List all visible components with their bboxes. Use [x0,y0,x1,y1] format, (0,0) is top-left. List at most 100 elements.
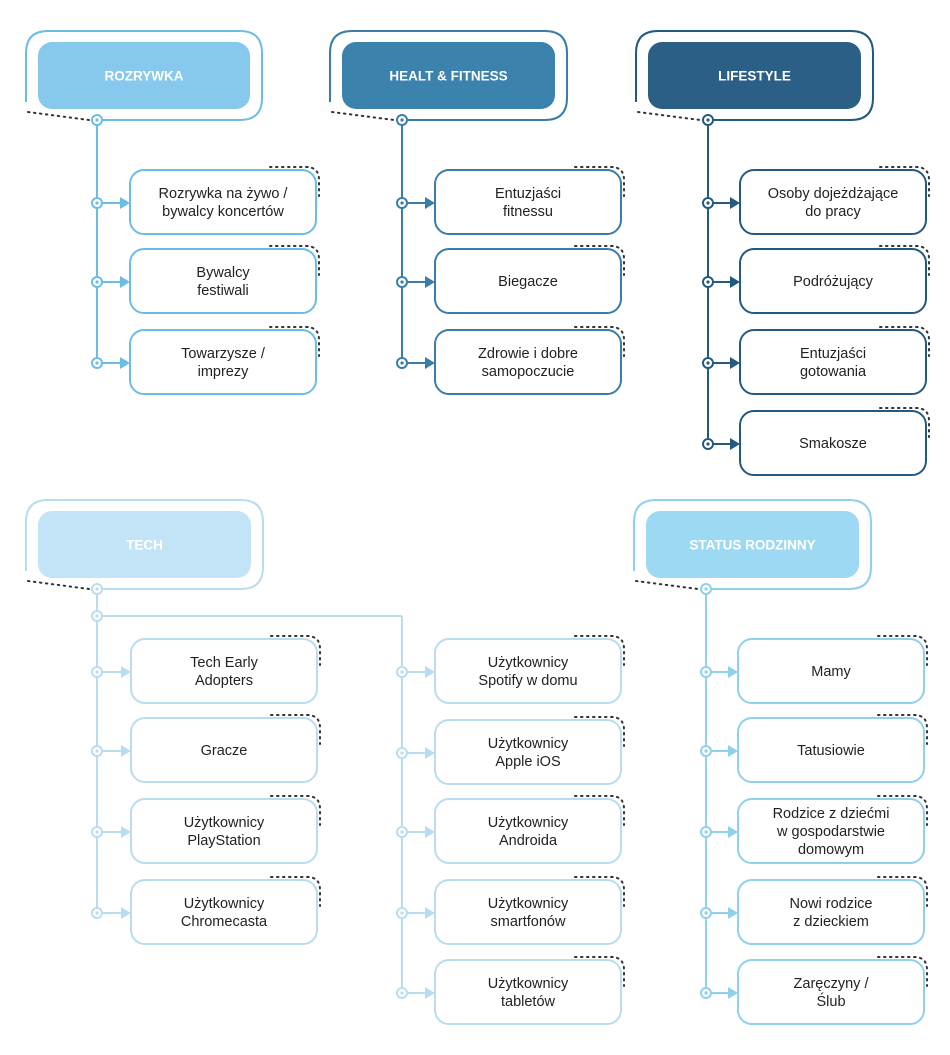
item-label: Smakosze [799,436,867,452]
connector-node-dot [95,670,99,674]
item-box-frame [737,638,925,704]
header-dotted-accent [635,580,699,590]
item-label: Biegacze [498,274,558,290]
arrow-head-icon [730,357,740,369]
arrow-head-icon [425,826,435,838]
header-dotted-accent [27,111,90,121]
item-label: gotowania [800,364,867,380]
arrow-head-icon [425,357,435,369]
segment-item: Nowi rodzice z dzieckiem [737,876,928,945]
item-label: Użytkownicy [488,896,569,912]
group-title: HEALT & FITNESS [389,69,507,84]
header-box [38,42,250,109]
item-label: Entuzjaści [800,346,866,362]
item-label: fitnessu [503,204,553,220]
header-dotted-accent [27,580,90,590]
arrow-head-icon [728,907,738,919]
item-label: z dzieckiem [793,914,869,930]
item-label: samopoczucie [482,364,575,380]
group-title: STATUS RODZINNY [689,538,815,553]
item-dotted-accent [270,876,321,907]
item-box-frame [130,717,318,783]
item-dotted-accent [574,326,625,357]
arrow-head-icon [730,276,740,288]
header-box [342,42,555,109]
item-label: Mamy [811,664,851,680]
connector-node-dot [400,830,404,834]
item-dotted-accent [269,166,320,197]
item-label: w gospodarstwie [776,824,885,840]
arrow-head-icon [121,666,131,678]
segment-item: Gracze [130,714,321,783]
item-dotted-accent [574,716,625,747]
item-label: Nowi rodzice [790,896,873,912]
item-label: Adopters [195,673,253,689]
item-dotted-accent [270,635,321,666]
connector-node-dot [706,201,710,205]
item-label: do pracy [805,204,861,220]
item-dotted-accent [574,795,625,826]
item-box-frame [434,959,622,1025]
group-title: TECH [126,538,163,553]
group-healt-fitness: HEALT & FITNESSEntuzjaścifitnessuBiegacz… [329,30,625,395]
item-box-frame [434,248,622,314]
item-dotted-accent [877,714,928,745]
connector-node-dot [704,911,708,915]
arrow-head-icon [730,197,740,209]
segment-item: Towarzysze /imprezy [129,326,320,395]
connector-node-dot [400,991,404,995]
segment-item: Smakosze [739,407,930,476]
connector-node-dot [704,749,708,753]
segment-item: Rozrywka na żywo /bywalcy koncertów [129,166,320,235]
item-label: domowym [798,842,864,858]
item-box-frame [737,798,925,864]
connector-node-dot [400,118,404,122]
header-box [646,511,859,578]
arrow-head-icon [425,276,435,288]
item-label: Androida [499,833,558,849]
item-box-frame [129,329,317,395]
header-frame [633,499,872,590]
arrow-head-icon [120,357,130,369]
item-dotted-accent [877,956,928,987]
connector-node-dot [400,201,404,205]
item-dotted-accent [879,245,930,276]
item-box-frame [434,169,622,235]
item-dotted-accent [269,326,320,357]
arrow-head-icon [121,907,131,919]
arrow-head-icon [121,826,131,838]
item-box-frame [739,248,927,314]
arrow-head-icon [728,666,738,678]
item-label: Ślub [816,992,845,1010]
item-label: Tech Early [190,655,258,671]
item-dotted-accent [574,635,625,666]
header-box [648,42,861,109]
item-label: imprezy [198,364,250,380]
segment-item: Zaręczyny /Ślub [737,956,928,1025]
connector-node-dot [706,442,710,446]
header-box [38,511,251,578]
item-box-frame [129,169,317,235]
item-label: Zaręczyny / [794,976,870,992]
item-box-frame [737,959,925,1025]
item-label: Chromecasta [181,914,268,930]
connector-node-dot [706,118,710,122]
item-box-frame [434,719,622,785]
header-dotted-accent [637,111,701,121]
item-box-frame [737,717,925,783]
item-box-frame [739,329,927,395]
item-label: bywalcy koncertów [162,204,284,220]
connector-node-dot [704,830,708,834]
item-box-frame [130,638,318,704]
